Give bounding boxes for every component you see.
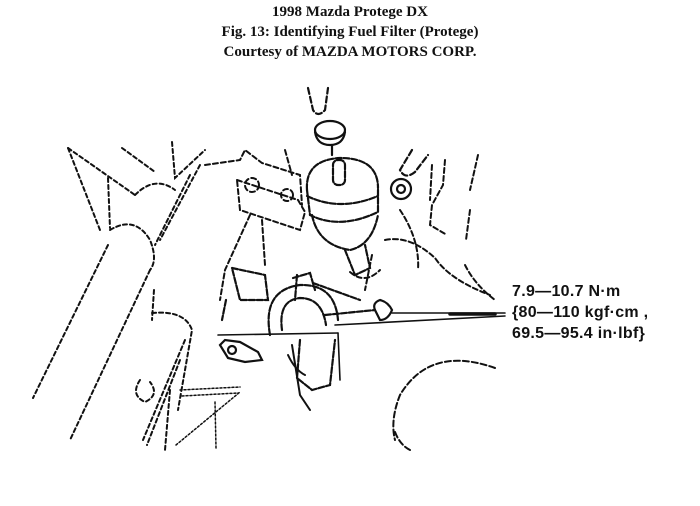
caption-courtesy: Courtesy of MAZDA MOTORS CORP. bbox=[223, 44, 477, 60]
figure-caption: 1998 Mazda Protege DX Fig. 13: Identifyi… bbox=[0, 2, 700, 62]
bottom-left-stripes bbox=[175, 386, 241, 449]
caption-vehicle: 1998 Mazda Protege DX bbox=[272, 4, 428, 20]
torque-nm: 7.9—10.7 N·m bbox=[512, 283, 621, 300]
lower-bolt-detail bbox=[287, 344, 311, 411]
engine-contour-bottom bbox=[392, 359, 496, 451]
torque-in-lbf: 69.5—95.4 in·lbf} bbox=[512, 325, 646, 342]
torque-leader-line bbox=[217, 312, 506, 381]
bracket-drawing bbox=[204, 148, 307, 301]
fuel-hose-top bbox=[306, 86, 330, 116]
left-hose-drawing bbox=[32, 141, 206, 451]
mounting-bolt-left bbox=[218, 338, 264, 364]
torque-kgf-cm: {80—110 kgf·cm , bbox=[512, 304, 649, 321]
hose-clamp-right bbox=[389, 148, 430, 201]
engine-contour-right bbox=[349, 154, 496, 301]
filter-mount-bracket bbox=[220, 266, 377, 392]
fuel-filter-body bbox=[305, 156, 380, 277]
hose-clamp-top bbox=[313, 119, 347, 157]
caption-figure-title: Fig. 13: Identifying Fuel Filter (Proteg… bbox=[221, 24, 479, 40]
mounting-bolt-right bbox=[373, 298, 394, 322]
torque-specification: 7.9—10.7 N·m {80—110 kgf·cm , 69.5—95.4 … bbox=[512, 281, 648, 344]
